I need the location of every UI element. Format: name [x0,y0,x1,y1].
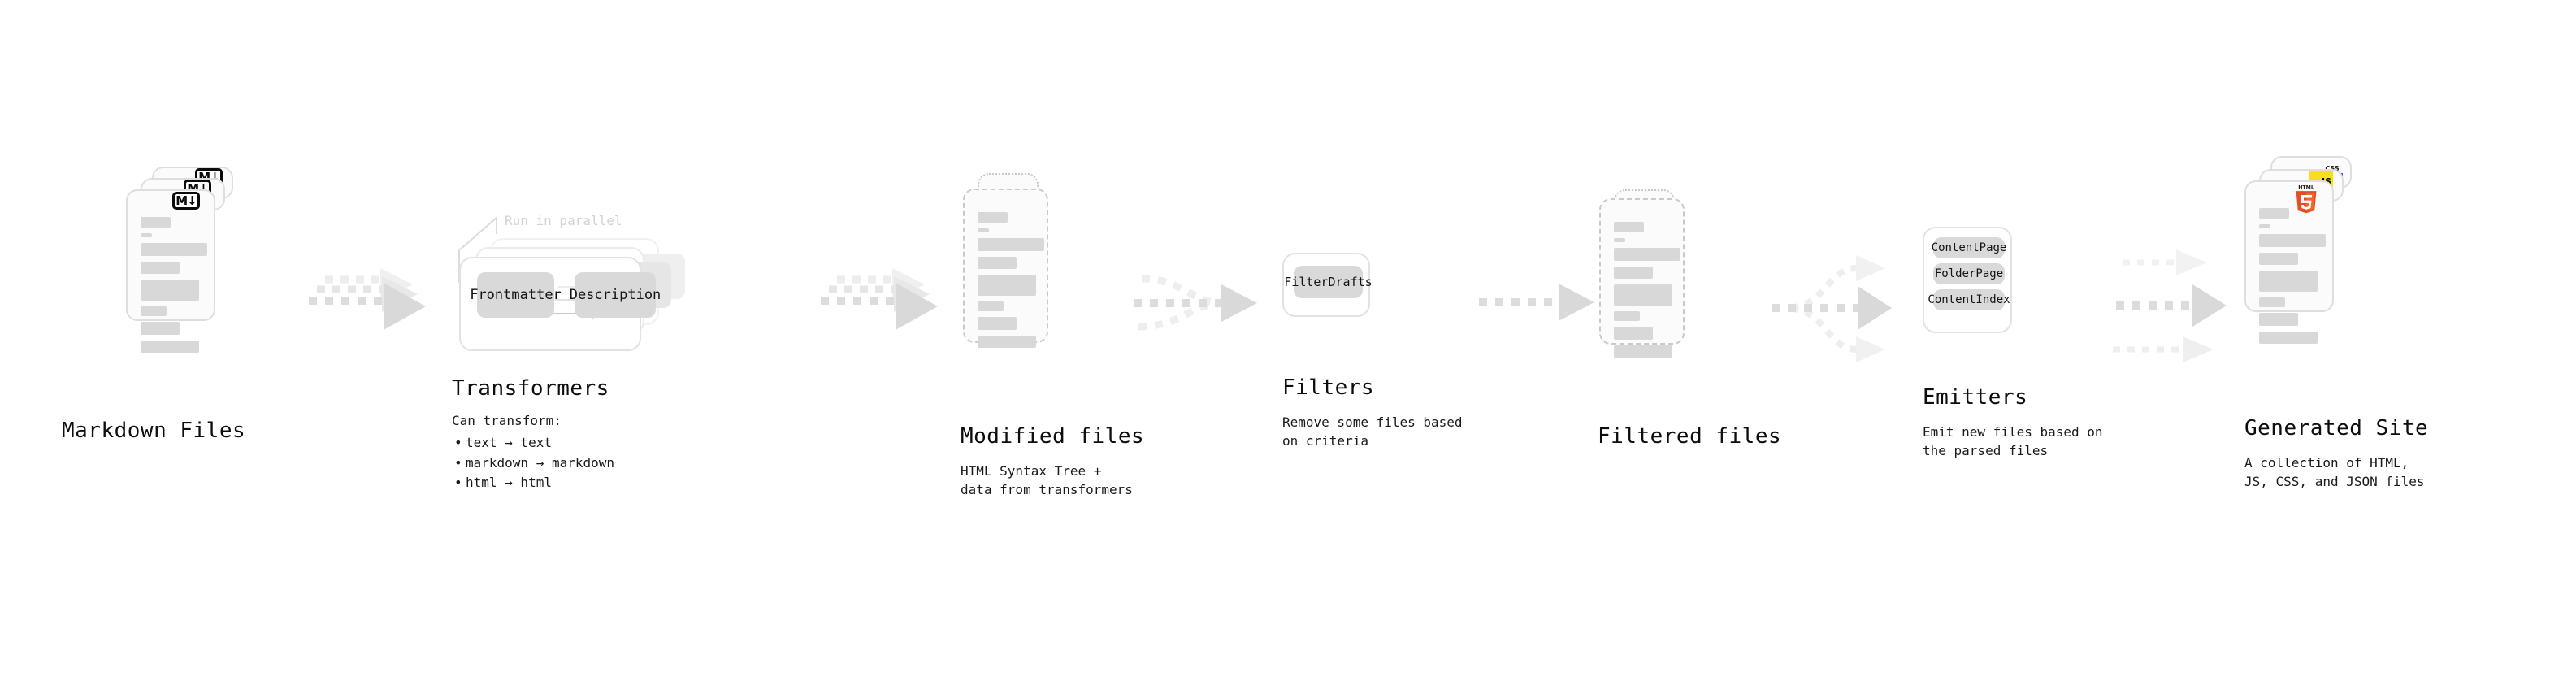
markdown-files-title: Markdown Files [62,419,246,443]
connector-transformers-to-modified [821,268,938,330]
transformers-bullet-2: html → html [454,473,614,493]
transformers-bullets: Can transform: text → text markdown → ma… [452,411,614,493]
transformers-title: Transformers [452,376,609,401]
modified-file-content [978,212,1046,354]
transformer-chip-description[interactable]: Description [570,272,661,318]
transformers-bullet-1: markdown → markdown [454,453,614,474]
filtered-files-title: Filtered files [1598,424,1782,449]
emitters-title: Emitters [1923,385,2028,410]
markdown-file-content [141,217,209,358]
connector-emitters-to-site [2113,249,2227,362]
modified-files-title: Modified files [961,424,1145,449]
transformers-bullets-lead: Can transform: [452,413,562,428]
filter-chip-filterdrafts[interactable]: FilterDrafts [1284,266,1373,298]
html5-badge: HTML [2296,184,2317,214]
transformers-bullet-0: text → text [454,433,614,453]
svg-text:HTML: HTML [2298,184,2314,190]
css3-badge-label: CSS [2325,166,2339,172]
filtered-file-content [1614,222,1682,363]
connector-filters-to-filtered [1479,284,1594,321]
connector-modified-to-filters [1134,275,1257,331]
emitter-chip-contentpage[interactable]: ContentPage [1932,237,2006,258]
connector-filtered-to-emitters [1772,255,1892,362]
filters-title: Filters [1282,375,1375,400]
generated-site-title: Generated Site [2244,416,2429,440]
run-in-parallel-label: Run in parallel [505,213,622,228]
transformers-bullet-list: text → text markdown → markdown html → h… [452,433,614,493]
modified-files-subtitle: HTML Syntax Tree + data from transformer… [961,463,1133,498]
emitter-chip-folderpage[interactable]: FolderPage [1933,263,2005,284]
filters-subtitle: Remove some files based on criteria [1282,414,1463,449]
emitter-chip-contentindex[interactable]: ContentIndex [1928,289,2010,310]
generated-file-content [2259,208,2327,349]
generated-site-subtitle: A collection of HTML, JS, CSS, and JSON … [2244,455,2425,490]
transformer-chip-frontmatter[interactable]: Frontmatter [470,272,562,318]
emitters-subtitle: Emit new files based on the parsed files [1923,424,2103,459]
connector-markdown-to-transformers [309,268,426,330]
markdown-badge-front: M↓ [172,192,200,210]
